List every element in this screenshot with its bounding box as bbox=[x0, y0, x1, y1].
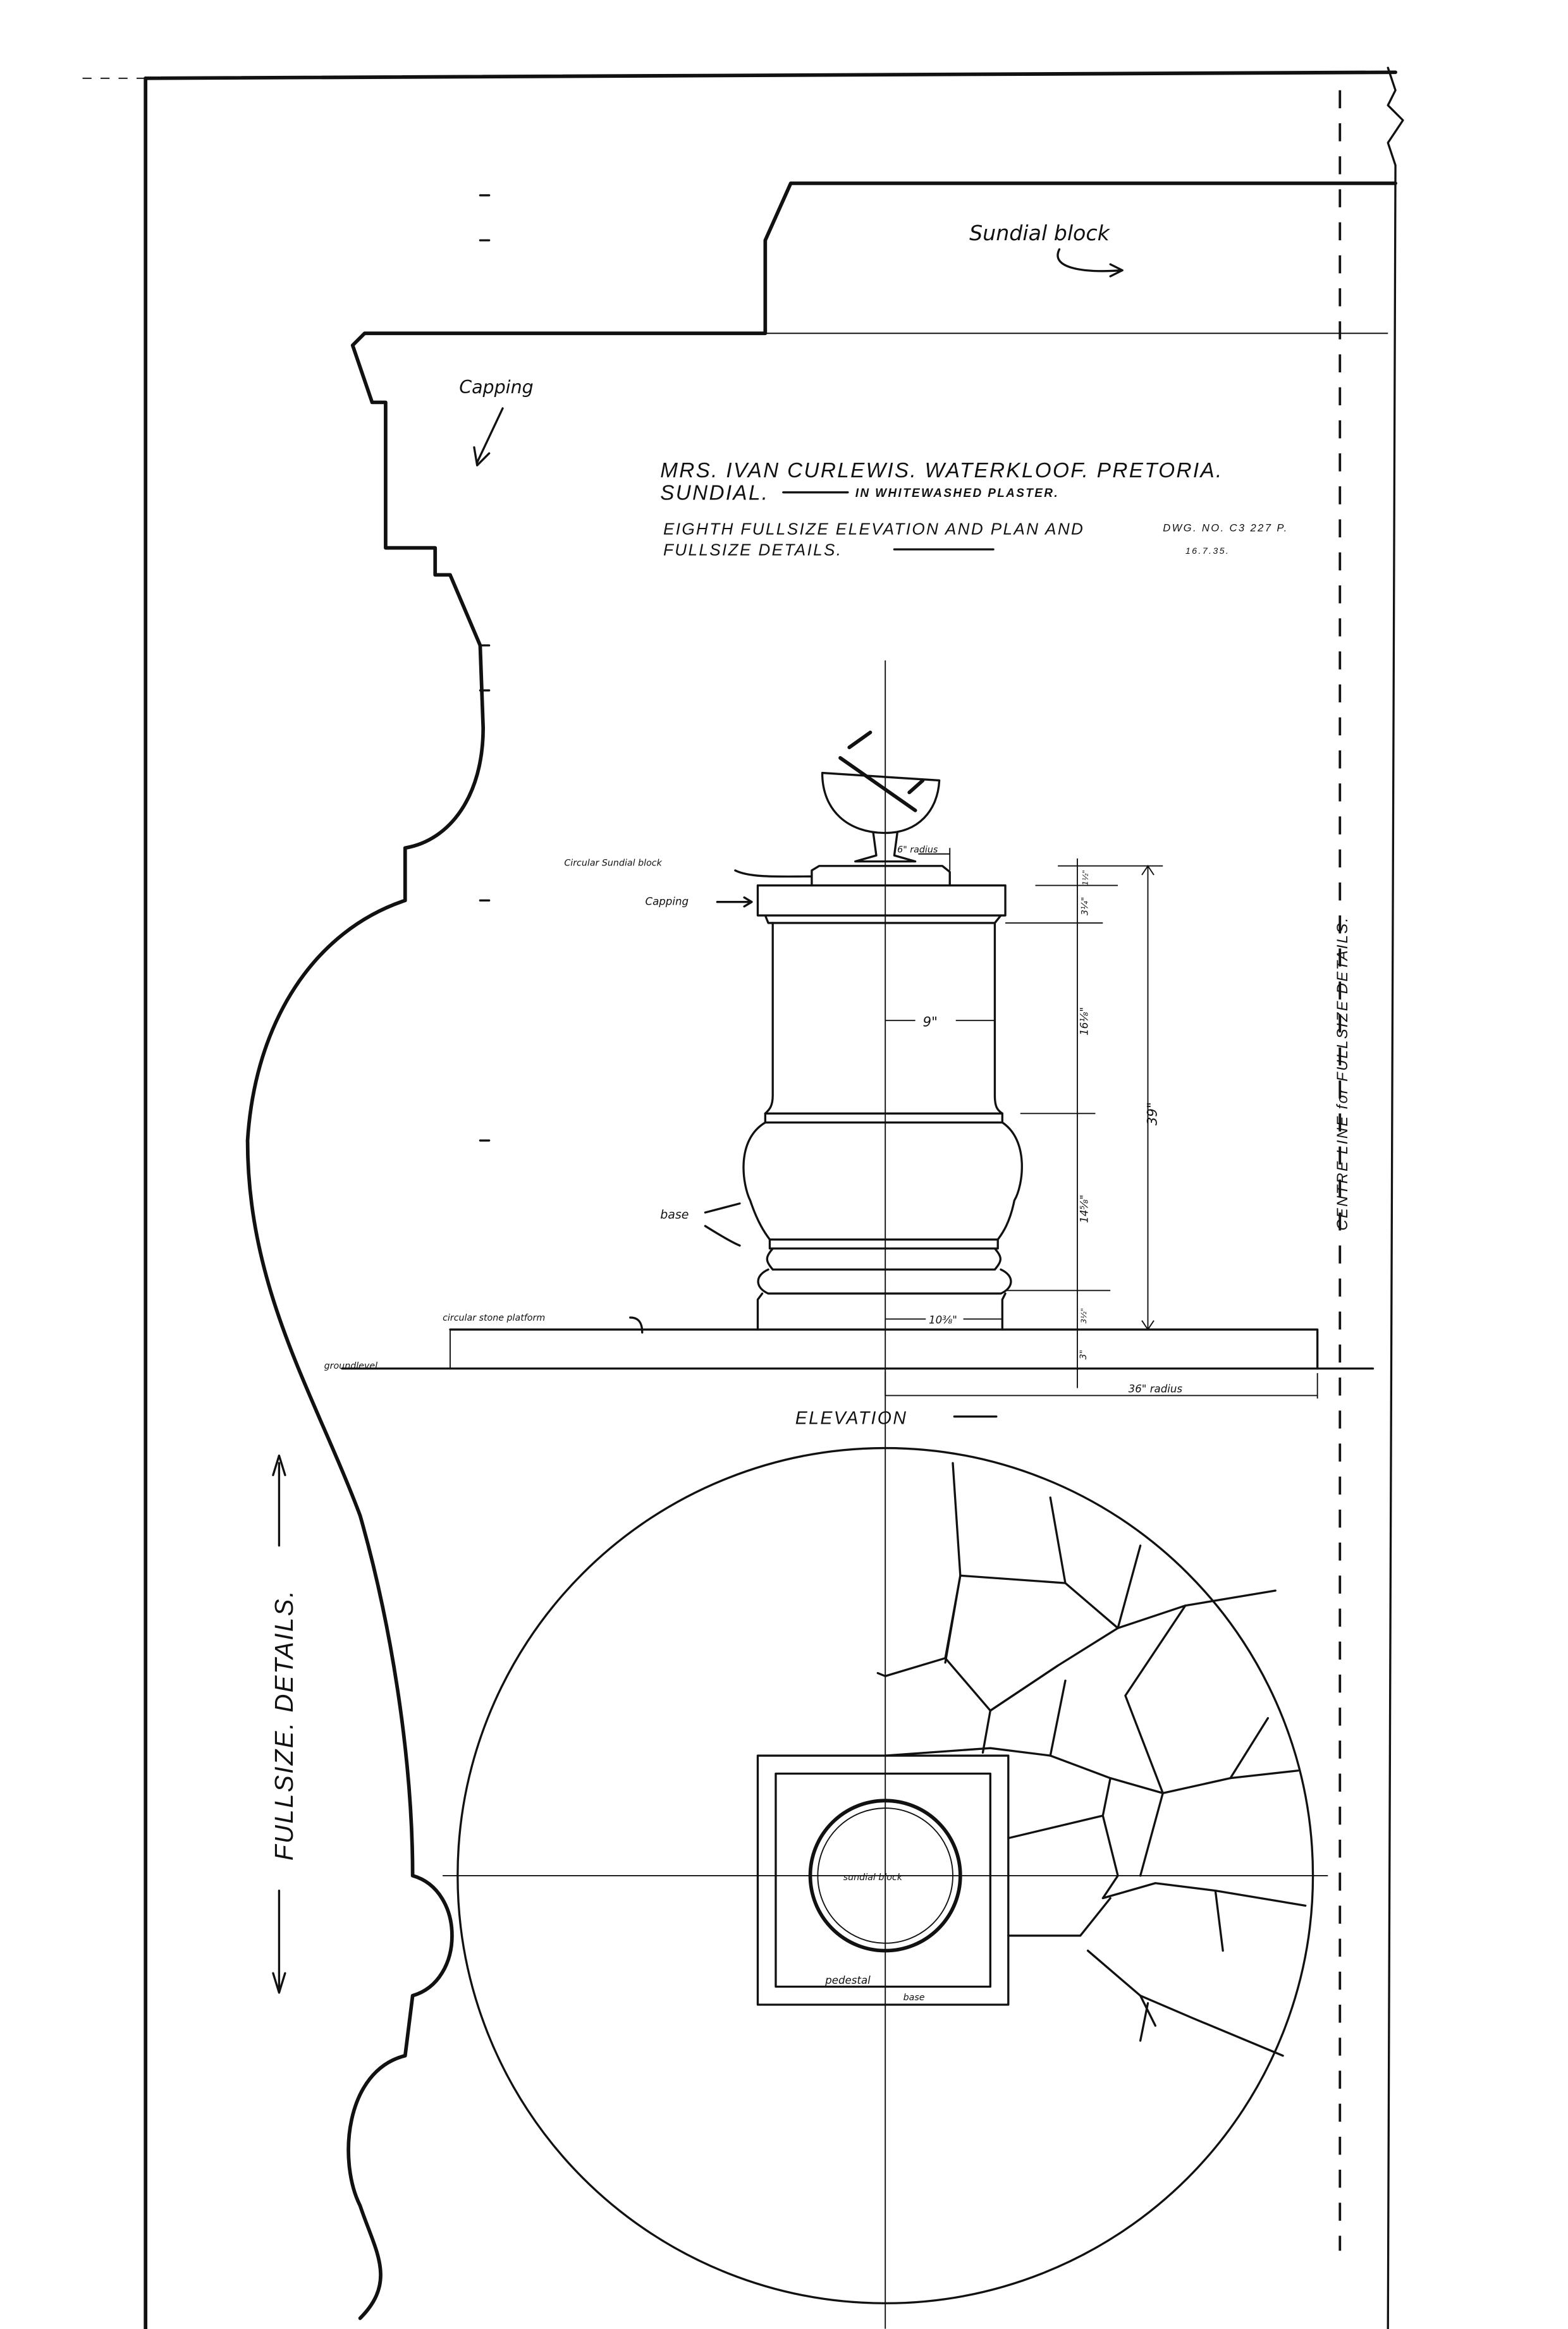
label-base: base bbox=[660, 1207, 689, 1221]
total-height-dimension bbox=[1141, 865, 1155, 1331]
dim-gnomon-radius: 6" radius bbox=[897, 845, 938, 855]
elevation-drawing bbox=[341, 660, 1375, 2329]
dim-shaft-radius: 9" bbox=[923, 1015, 938, 1030]
plinth bbox=[756, 1292, 1007, 1331]
fullsize-profile-outline bbox=[245, 181, 1397, 2320]
gnomon bbox=[838, 730, 925, 812]
sheet-frame bbox=[82, 66, 1404, 2329]
dim-plinth-radius: 10⅜" bbox=[929, 1314, 957, 1326]
profile-ticks bbox=[479, 194, 491, 1142]
elevation-title: ELEVATION bbox=[795, 1409, 907, 1429]
title-description-2: FULLSIZE DETAILS. bbox=[663, 540, 842, 559]
title-description-1: EIGHTH FULLSIZE ELEVATION AND PLAN AND bbox=[663, 519, 1084, 538]
plan-label-base: base bbox=[903, 1993, 925, 2003]
dim-base-height: 14⅝" bbox=[1079, 1195, 1091, 1223]
title-subject: SUNDIAL. bbox=[660, 482, 769, 505]
fullsize-details-arrow-down bbox=[272, 1889, 286, 1994]
base-bulge bbox=[742, 1121, 1023, 1241]
plan-drawing bbox=[456, 1446, 1314, 2304]
drawing-number: DWG. NO. C3 227 P. bbox=[1163, 522, 1288, 534]
title-client: MRS. IVAN CURLEWIS. WATERKLOOF. PRETORIA… bbox=[660, 459, 1223, 482]
dim-capping-height: 3¼" bbox=[1081, 897, 1091, 915]
base-square-inner bbox=[775, 1772, 991, 1988]
sundial-block-label: Sundial block bbox=[969, 221, 1111, 245]
label-circular-sundial-block: Circular Sundial block bbox=[564, 859, 662, 869]
title-block: MRS. IVAN CURLEWIS. WATERKLOOF. PRETORIA… bbox=[660, 459, 1288, 559]
capping-label: Capping bbox=[459, 377, 534, 398]
sundial-bowl bbox=[821, 771, 941, 834]
capping-arrow bbox=[473, 407, 504, 467]
dim-plinth-height: 3½" bbox=[1079, 1308, 1088, 1324]
dim-block-height: 1½" bbox=[1081, 870, 1090, 886]
title-material: IN WHITEWASHED PLASTER. bbox=[855, 487, 1059, 500]
circular-sundial-block bbox=[811, 865, 951, 887]
dim-platform-radius: 36" radius bbox=[1129, 1383, 1183, 1395]
platform-radius-dimension bbox=[885, 1372, 1318, 1399]
sundial-stem bbox=[854, 831, 917, 863]
dim-total-height: 39" bbox=[1145, 1102, 1161, 1125]
label-groundlevel: groundlevel bbox=[324, 1361, 377, 1371]
shaft bbox=[764, 922, 1003, 1115]
platform-circle bbox=[456, 1446, 1314, 2304]
fullsize-details-arrow-up bbox=[272, 1454, 286, 1547]
plan-label-pedestal: pedestal bbox=[824, 1974, 871, 1986]
dim-shaft-height: 16⅛" bbox=[1079, 1007, 1091, 1036]
label-platform: circular stone platform bbox=[443, 1313, 545, 1323]
centre-line-note: CENTRE LINE for FULLSIZE DETAILS. bbox=[1335, 916, 1351, 1230]
plan-label-sundial-block: sundial block bbox=[843, 1873, 903, 1883]
drawing-date: 16.7.35. bbox=[1185, 546, 1230, 556]
capping bbox=[756, 884, 1007, 924]
label-capping: Capping bbox=[645, 895, 689, 907]
dim-platform-height: 3" bbox=[1079, 1350, 1089, 1360]
pedestal-square-outer bbox=[756, 1754, 1010, 2006]
circular-stone-platform bbox=[449, 1328, 1319, 1370]
dimension-chain bbox=[1005, 858, 1163, 1388]
fullsize-details-label: FULLSIZE. DETAILS. bbox=[269, 1589, 298, 1861]
flagstone-paving bbox=[876, 1462, 1307, 2057]
sundial-block-arrow bbox=[1057, 248, 1124, 278]
sundial-block-circle bbox=[808, 1799, 962, 1953]
